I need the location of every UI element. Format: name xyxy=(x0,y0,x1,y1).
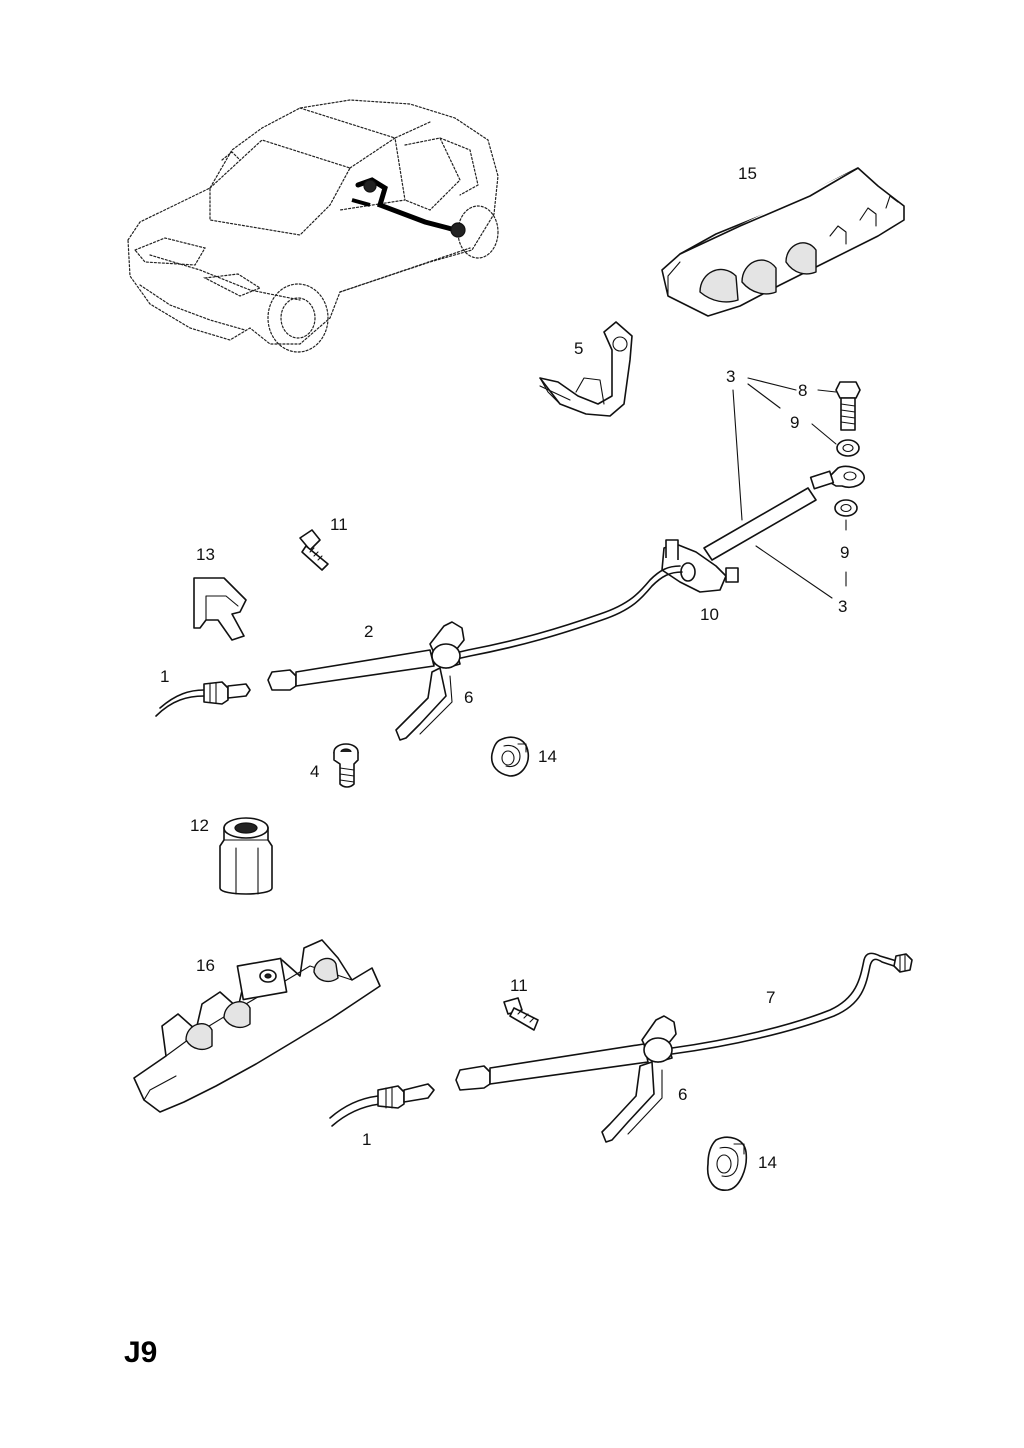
part-16-pipe-holder xyxy=(133,939,381,1113)
callout-14-bottom: 14 xyxy=(758,1153,777,1172)
callout-11-top: 11 xyxy=(330,515,348,534)
part-5-bracket xyxy=(539,321,633,417)
part-3-brake-hose xyxy=(703,465,865,561)
callout-1-top: 1 xyxy=(160,667,169,686)
part-4-union-bolt xyxy=(333,743,359,788)
part-14-clip-lower xyxy=(706,1136,748,1191)
part-14-clip-upper xyxy=(490,736,530,777)
vehicle-location-illustration xyxy=(127,99,499,353)
callout-9-bottom: 9 xyxy=(840,543,849,562)
callout-4: 4 xyxy=(310,762,319,781)
part-8-banjo-bolt xyxy=(835,381,861,431)
part-1-brake-pipe-upper xyxy=(155,681,251,717)
part-11-bolt-upper xyxy=(299,529,329,571)
callout-10: 10 xyxy=(700,605,719,624)
callout-11-bottom: 11 xyxy=(510,976,528,995)
part-10-hose-mounting xyxy=(661,539,739,593)
callout-12: 12 xyxy=(190,816,209,835)
part-13-clip xyxy=(193,577,247,641)
part-1-brake-pipe-lower xyxy=(329,1083,435,1127)
callout-7: 7 xyxy=(766,988,775,1007)
callout-9-top: 9 xyxy=(790,413,799,432)
callout-16: 16 xyxy=(196,956,215,975)
part-7-brake-pipe xyxy=(671,952,913,1055)
part-15-pipe-holder xyxy=(661,167,905,317)
callout-2: 2 xyxy=(364,622,373,641)
part-11-bolt-lower xyxy=(503,997,539,1031)
callout-1-bottom: 1 xyxy=(362,1130,371,1149)
callout-6-top: 6 xyxy=(464,688,473,707)
part-9-sealing-washer-lower xyxy=(834,499,858,517)
callout-labels: 15 5 3 8 9 11 13 9 3 10 2 1 6 14 4 12 16… xyxy=(160,164,849,1172)
callout-3-bottom: 3 xyxy=(838,597,847,616)
part-6-bracket-lower xyxy=(601,1015,677,1143)
page-code: J9 xyxy=(124,1336,157,1369)
callout-5: 5 xyxy=(574,339,583,358)
part-2-brake-hose-upper xyxy=(267,565,683,691)
part-12-pipe-connector xyxy=(219,817,273,895)
callout-15: 15 xyxy=(738,164,757,183)
callout-13: 13 xyxy=(196,545,215,564)
callout-6-bottom: 6 xyxy=(678,1085,687,1104)
callout-14-top: 14 xyxy=(538,747,557,766)
part-6-bracket-upper xyxy=(395,621,465,741)
leader-lines xyxy=(732,377,847,599)
callout-3-top: 3 xyxy=(726,367,735,386)
callout-8: 8 xyxy=(798,381,807,400)
part-9-sealing-washer-upper xyxy=(836,439,860,457)
part-2-brake-hose-lower xyxy=(455,1043,649,1091)
